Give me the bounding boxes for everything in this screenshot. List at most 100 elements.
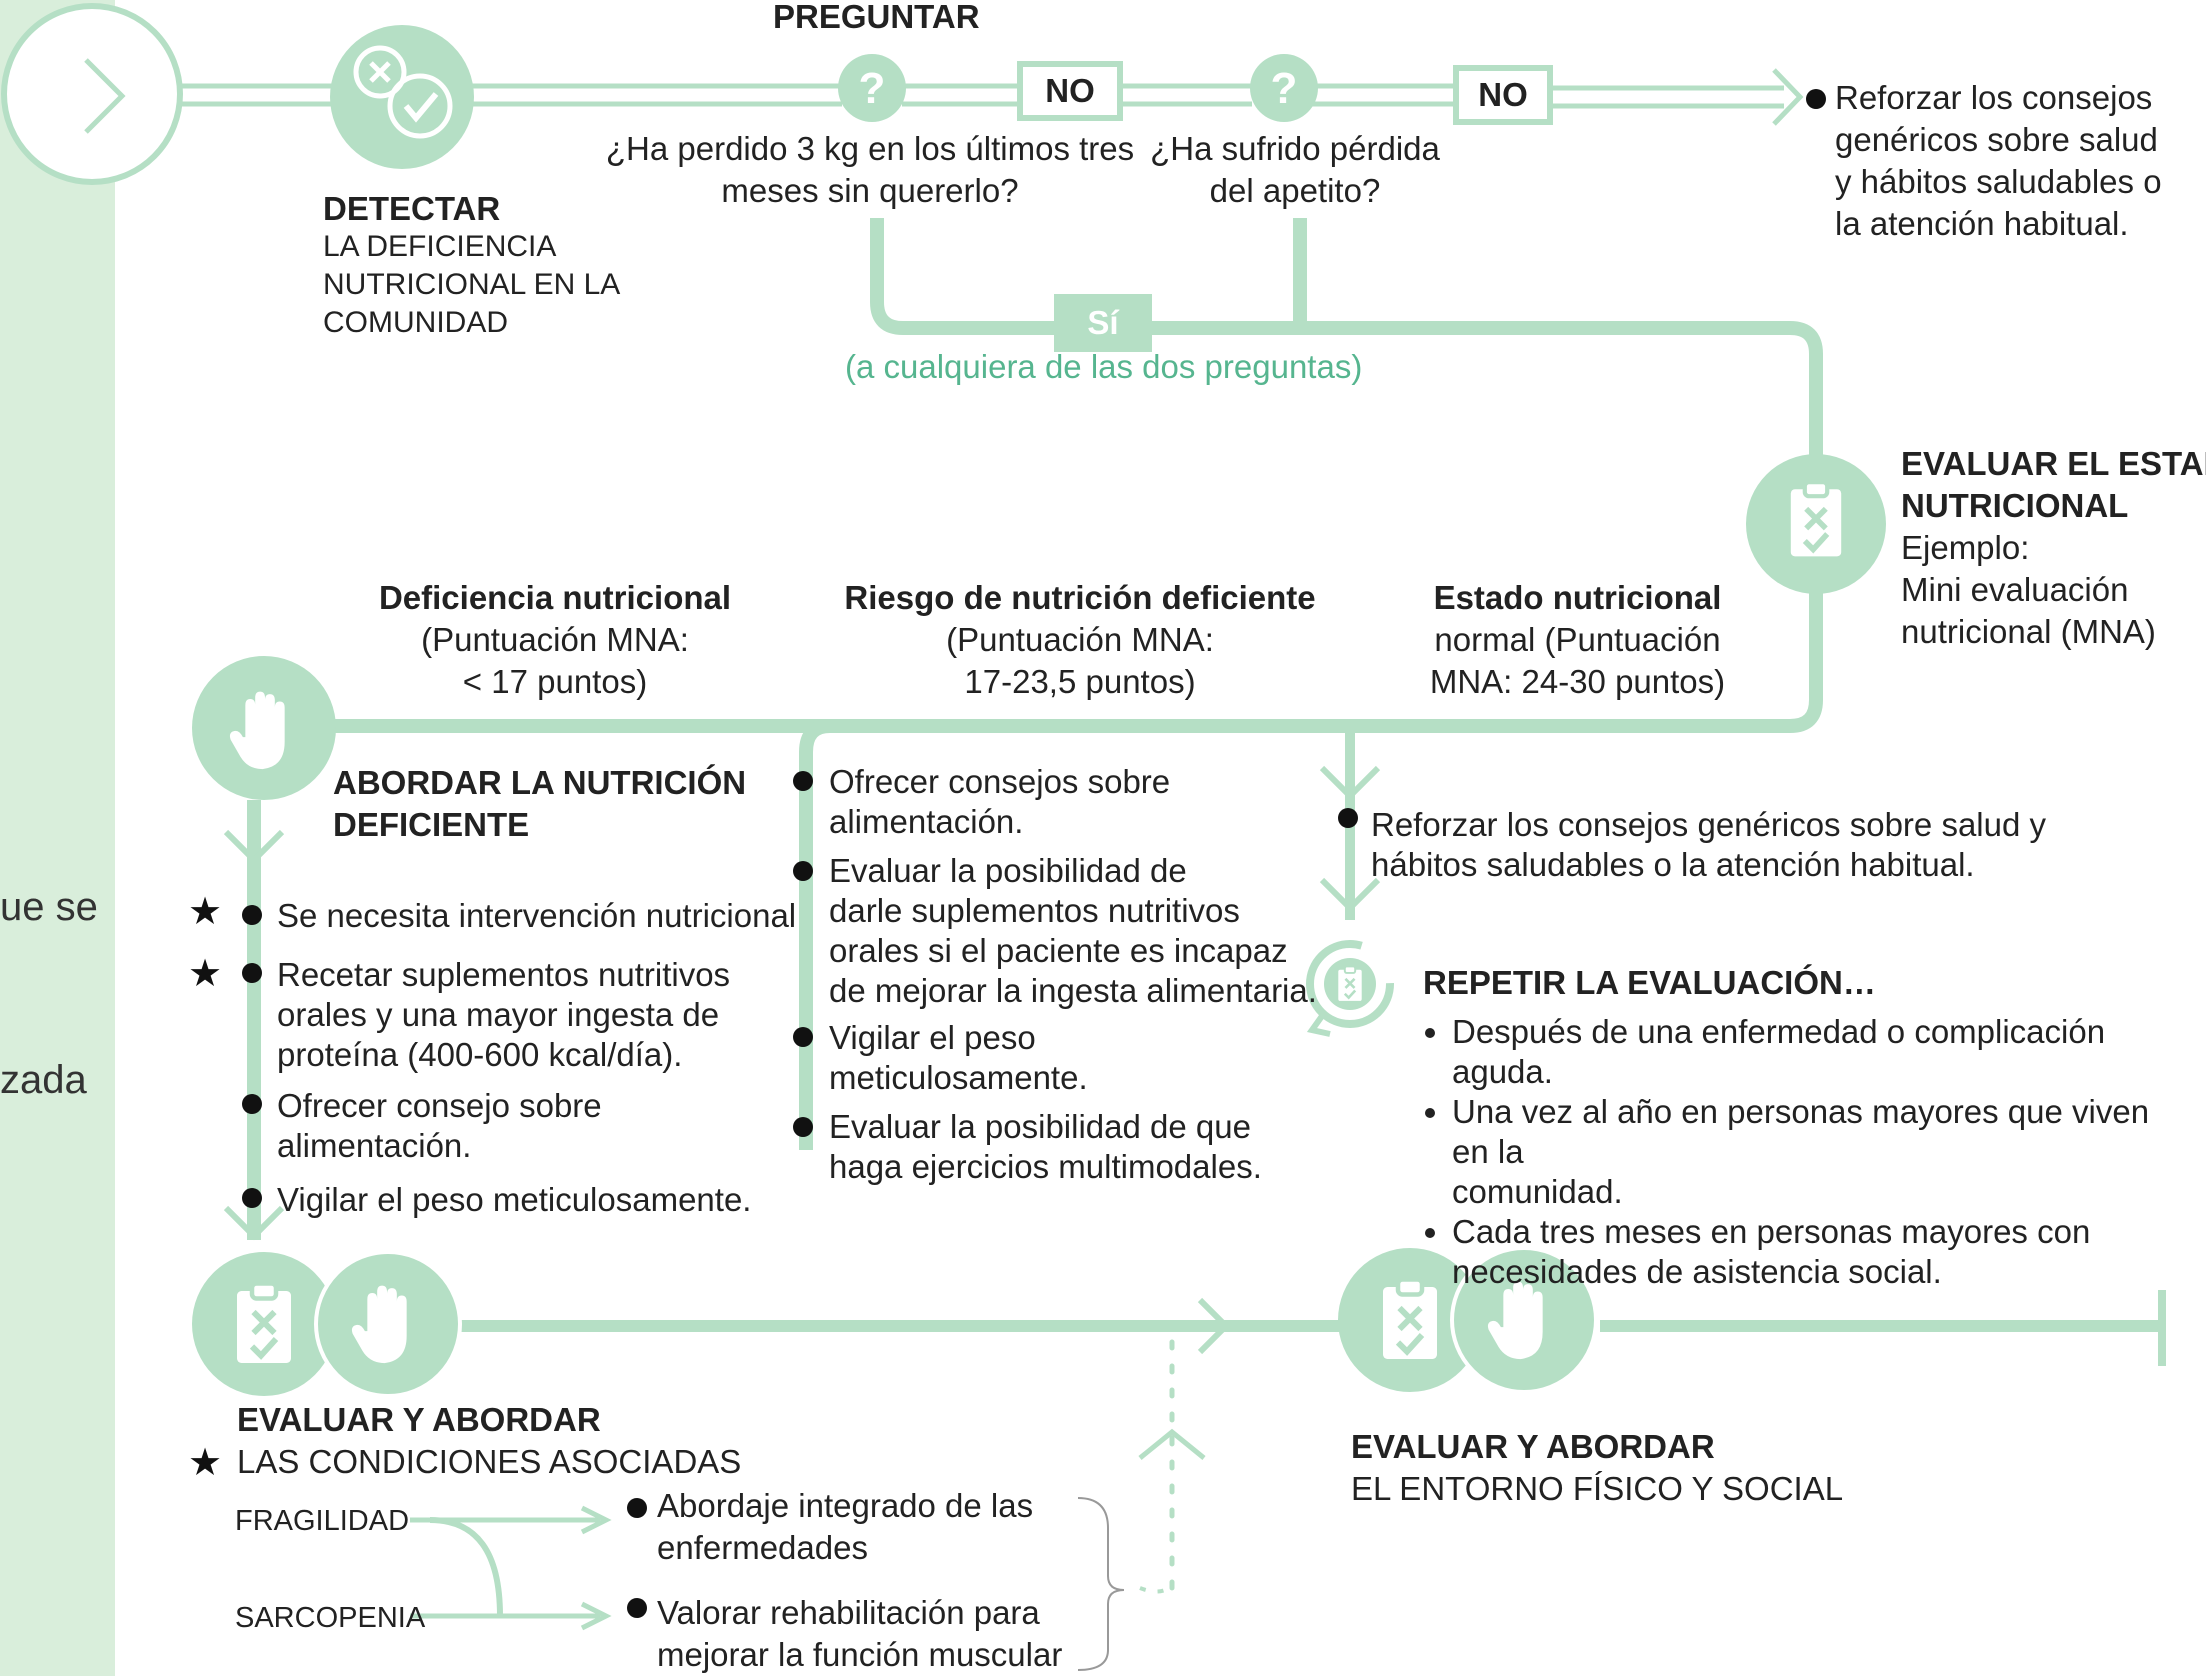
repetir-title: REPETIR LA EVALUACIÓN… xyxy=(1423,964,1876,1001)
deficiencia-title: Deficiencia nutricional xyxy=(378,579,732,616)
si-label: Sí xyxy=(1087,304,1119,341)
hand-icon-entorno xyxy=(1450,1246,1598,1394)
bullet xyxy=(242,963,262,983)
abordar-title2: DEFICIENTE xyxy=(333,806,530,843)
repetir-item-2: Una vez al año en personas mayores que v… xyxy=(1452,1092,2192,1212)
reforzar-top-line1: Reforzar los consejos xyxy=(1835,79,2153,116)
fragilidad-label: FRAGILIDAD xyxy=(235,1505,410,1537)
start-circle xyxy=(1,3,183,185)
normal-title: Estado nutricional xyxy=(1433,579,1722,616)
condiciones-subtitle: LAS CONDICIONES ASOCIADAS xyxy=(237,1443,742,1480)
deficiencia-line1: (Puntuación MNA: xyxy=(421,621,689,658)
riesgo-item3-line2: meticulosamente. xyxy=(829,1059,1088,1096)
no-label-2: NO xyxy=(1478,76,1528,113)
bullet xyxy=(242,1188,262,1208)
abordar-item2-line1: Recetar suplementos nutritivos xyxy=(277,956,731,993)
normal-line1: normal (Puntuación xyxy=(1434,621,1721,658)
reforzar-top-line3: y hábitos saludables o xyxy=(1835,163,2162,200)
evaluar-estado-line2: Mini evaluación xyxy=(1901,571,2129,608)
riesgo-item2-line3: orales si el paciente es incapaz xyxy=(829,932,1288,969)
bullet xyxy=(1338,808,1358,828)
riesgo-item1-line2: alimentación. xyxy=(829,803,1024,840)
question-icon-2: ? xyxy=(1250,54,1318,122)
condiciones-item1-line2: enfermedades xyxy=(657,1529,868,1566)
hand-icon-condiciones xyxy=(314,1250,462,1398)
abordar-item3-line2: alimentación. xyxy=(277,1127,472,1164)
repetir-list: Después de una enfermedad o complicación… xyxy=(1420,1012,2192,1292)
condiciones-item2-line1: Valorar rehabilitación para xyxy=(657,1594,1040,1631)
condiciones-title: EVALUAR Y ABORDAR xyxy=(237,1401,601,1438)
condiciones-item1-line1: Abordaje integrado de las xyxy=(657,1487,1034,1524)
evaluar-estado-line3: nutricional (MNA) xyxy=(1901,613,2156,650)
bullet xyxy=(627,1598,647,1618)
riesgo-item1-line1: Ofrecer consejos sobre xyxy=(829,763,1171,800)
abordar-item4: Vigilar el peso meticulosamente. xyxy=(277,1181,752,1218)
svg-text:?: ? xyxy=(1271,64,1298,113)
riesgo-item4-line2: haga ejercicios multimodales. xyxy=(829,1148,1262,1185)
detect-icon xyxy=(330,25,474,169)
evaluar-estado-title1: EVALUAR EL ESTADO xyxy=(1901,445,2206,482)
detectar-line2: NUTRICIONAL EN LA xyxy=(323,268,621,301)
question-2-text: ¿Ha sufrido pérdida del apetito? xyxy=(1150,130,1440,209)
riesgo-item3-line1: Vigilar el peso xyxy=(829,1019,1036,1056)
si-box xyxy=(1054,294,1152,352)
riesgo-item2-line1: Evaluar la posibilidad de xyxy=(829,852,1187,889)
riesgo-line2: 17-23,5 puntos) xyxy=(964,663,1196,700)
bullet xyxy=(242,1094,262,1114)
condiciones-item2-line2: mejorar la función muscular xyxy=(657,1636,1063,1673)
clipboard-icon-entorno xyxy=(1338,1248,1482,1392)
sidebar-fragment-2: zada xyxy=(0,1058,87,1102)
riesgo-item2-line4: de mejorar la ingesta alimentaria. xyxy=(829,972,1317,1009)
star-icon: ★ xyxy=(188,891,223,933)
entorno-subtitle: EL ENTORNO FÍSICO Y SOCIAL xyxy=(1351,1470,1844,1507)
abordar-item2-line2: orales y una mayor ingesta de xyxy=(277,996,720,1033)
normal-item-line2: hábitos saludables o la atención habitua… xyxy=(1371,846,1975,883)
detectar-line3: COMUNIDAD xyxy=(323,306,508,339)
sidebar-fragment-1: ue se xyxy=(0,885,98,929)
detectar-line1: LA DEFICIENCIA xyxy=(323,230,557,263)
detectar-title: DETECTAR xyxy=(323,190,501,227)
preguntar-title: PREGUNTAR xyxy=(773,0,980,35)
bullet xyxy=(627,1498,647,1518)
hand-icon-abordar xyxy=(192,656,336,800)
no-box-1 xyxy=(1017,61,1123,121)
repetir-item-3: Cada tres meses en personas mayores conn… xyxy=(1452,1212,2192,1292)
reforzar-top-line4: la atención habitual. xyxy=(1835,205,2129,242)
si-note: (a cualquiera de las dos preguntas) xyxy=(845,348,1363,385)
star-icon: ★ xyxy=(188,1442,223,1484)
bullet xyxy=(242,905,262,925)
reforzar-top-line2: genéricos sobre salud xyxy=(1835,121,2158,158)
bullet xyxy=(793,1027,813,1047)
bullet xyxy=(793,771,813,791)
no-box-2 xyxy=(1453,65,1553,125)
riesgo-item2-line2: darle suplementos nutritivos xyxy=(829,892,1240,929)
bullet xyxy=(1806,89,1826,109)
abordar-item3-line1: Ofrecer consejo sobre xyxy=(277,1087,602,1124)
star-icon: ★ xyxy=(188,953,223,995)
riesgo-item4-line1: Evaluar la posibilidad de que xyxy=(829,1108,1251,1145)
svg-text:?: ? xyxy=(859,64,886,113)
abordar-item2-line3: proteína (400-600 kcal/día). xyxy=(277,1036,683,1073)
bullet xyxy=(793,861,813,881)
riesgo-line1: (Puntuación MNA: xyxy=(946,621,1214,658)
riesgo-title: Riesgo de nutrición deficiente xyxy=(844,579,1316,616)
abordar-item1: Se necesita intervención nutricional xyxy=(277,897,797,934)
clipboard-icon-condiciones xyxy=(192,1252,336,1396)
evaluar-estado-line1: Ejemplo: xyxy=(1901,529,2030,566)
entorno-title: EVALUAR Y ABORDAR xyxy=(1351,1428,1715,1465)
deficiencia-line2: < 17 puntos) xyxy=(462,663,648,700)
no-label-1: NO xyxy=(1045,72,1095,109)
evaluar-estado-title2: NUTRICIONAL xyxy=(1901,487,2129,524)
normal-line2: MNA: 24-30 puntos) xyxy=(1429,663,1726,700)
sidebar-panel: ue se zada xyxy=(0,0,115,1676)
bullet xyxy=(793,1117,813,1137)
question-icon-1: ? xyxy=(838,54,906,122)
normal-item-line1: Reforzar los consejos genéricos sobre sa… xyxy=(1371,806,2047,843)
repeat-clipboard-icon xyxy=(1306,940,1394,1037)
repetir-item-1: Después de una enfermedad o complicación… xyxy=(1452,1012,2192,1092)
clipboard-icon-evaluar xyxy=(1746,454,1886,594)
sarcopenia-label: SARCOPENIA xyxy=(235,1602,426,1634)
flow-lines xyxy=(178,68,2166,1671)
question-1-text: ¿Ha perdido 3 kg en los últimos tres mes… xyxy=(605,130,1135,209)
